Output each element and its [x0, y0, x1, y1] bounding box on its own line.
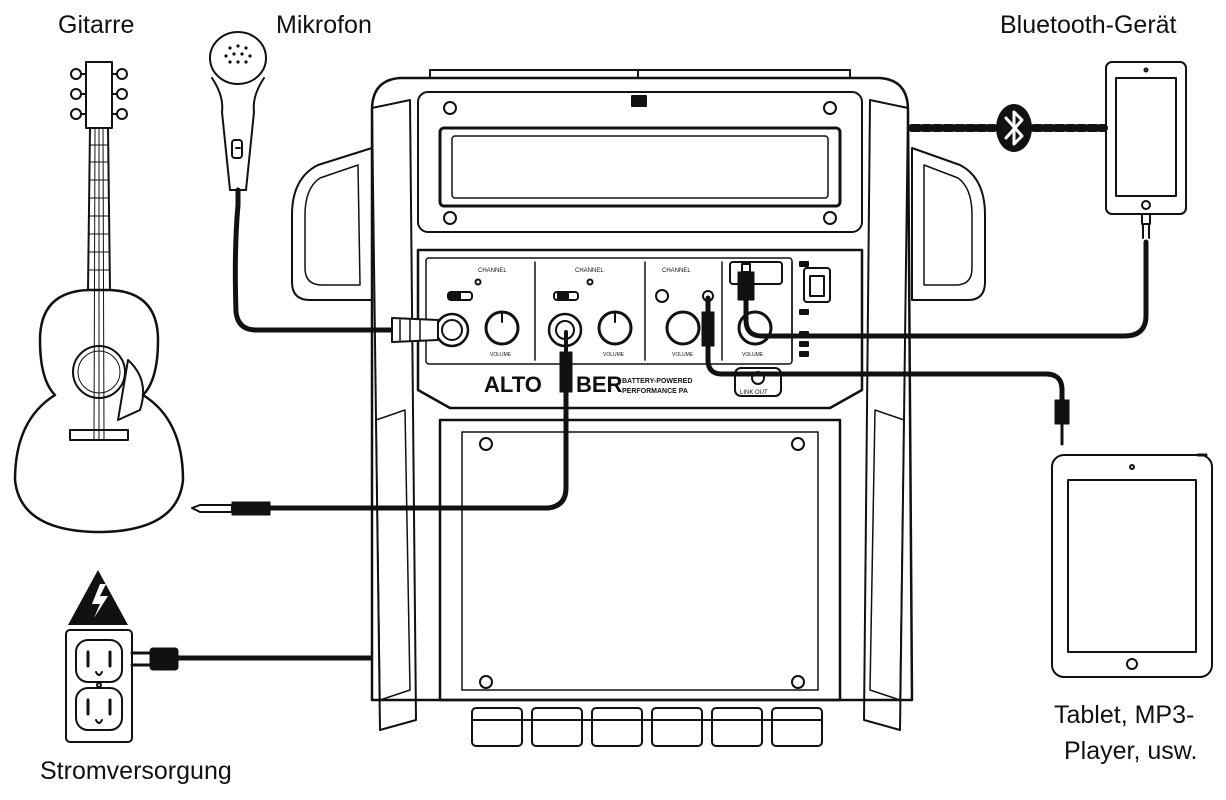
high-voltage-warning-icon [68, 570, 128, 625]
bluetooth-icon [996, 104, 1032, 152]
bluetooth-device-illustration [1106, 62, 1186, 238]
ch2-volume-label: VOLUME [603, 352, 625, 358]
ch3-volume-knob [667, 312, 699, 344]
power-outlet-illustration [66, 630, 132, 742]
tablet-label-line-1: Tablet, MP3- [1054, 700, 1194, 730]
tablet-label-line-2: Player, usw. [1064, 736, 1197, 766]
brand-logo: ALTO [484, 372, 542, 397]
microphone-illustration [210, 32, 266, 190]
bt-volume-label: VOLUME [742, 352, 764, 358]
tagline-1: BATTERY-POWERED [622, 378, 692, 385]
microphone-cable [235, 190, 392, 330]
tablet-illustration [1052, 455, 1212, 677]
usb-charging-cable [746, 242, 1146, 336]
guitar-label: Gitarre [58, 10, 134, 40]
bluetooth-device-label: Bluetooth-Gerät [1000, 10, 1177, 40]
channel-1-label: CHANNEL [478, 268, 507, 274]
speaker-grille [440, 420, 840, 700]
ch3-volume-label: VOLUME [672, 352, 694, 358]
top-handle-bay [418, 92, 862, 232]
guitar-illustration [15, 62, 183, 532]
tagline-2: PERFORMANCE PA [622, 388, 688, 395]
channel-2-label: CHANNEL [575, 268, 604, 274]
microphone-label: Mikrofon [276, 10, 372, 40]
right-handle [912, 148, 985, 300]
power-label: Stromversorgung [40, 756, 232, 786]
bottom-feet [472, 708, 822, 746]
model-name: BER [576, 372, 623, 397]
channel-3-label: CHANNEL [662, 268, 691, 274]
link-out-label: LINK OUT [740, 390, 768, 396]
speaker-unit: CHANNEL CHANNEL CHANNEL VOLUME VOLUME [292, 70, 985, 746]
ch1-input-jack [436, 314, 468, 346]
ch1-volume-label: VOLUME [490, 352, 512, 358]
